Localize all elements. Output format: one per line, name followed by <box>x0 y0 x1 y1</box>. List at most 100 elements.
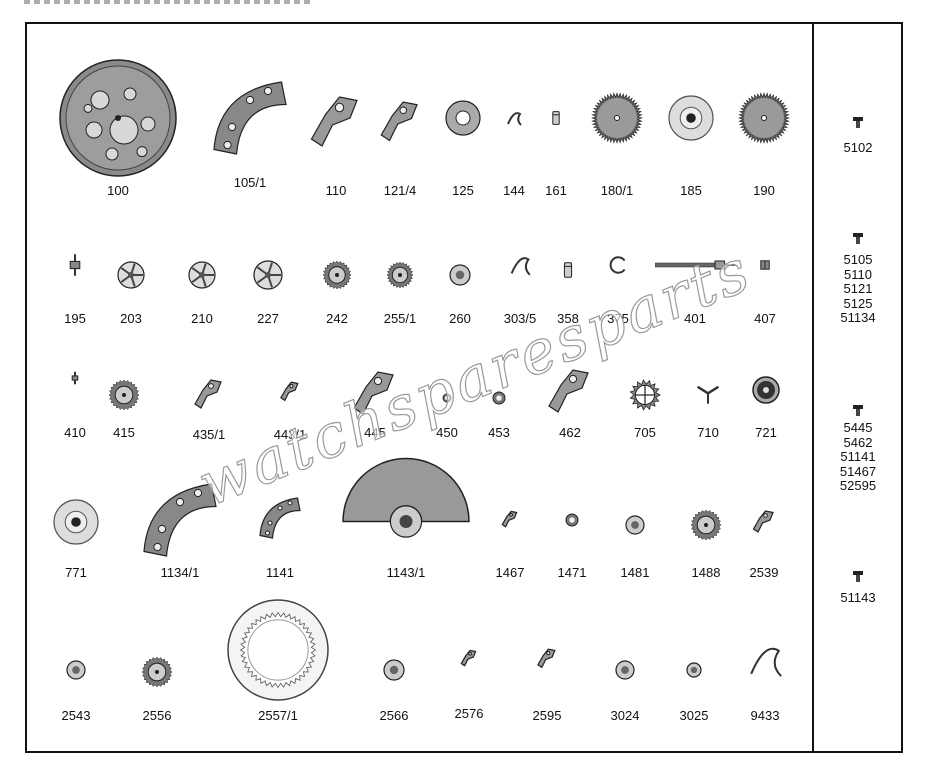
part-number-label: 105/1 <box>233 175 267 190</box>
lever-icon <box>752 510 774 533</box>
part-number-label: 2539 <box>749 565 779 580</box>
rotor-icon <box>342 457 470 538</box>
balance-icon <box>752 376 780 404</box>
spring-icon <box>750 647 782 677</box>
screw-number-list: 5105 5110 5121 5125 51134 <box>840 252 876 325</box>
part-number-label: 242 <box>326 311 348 326</box>
wheel-small-icon <box>625 515 645 535</box>
wheel-icon <box>690 509 722 541</box>
part-number-label: 721 <box>755 425 777 440</box>
nut-icon <box>760 260 770 270</box>
part-number-label: 9433 <box>750 708 780 723</box>
part-number-label: 180/1 <box>600 183 634 198</box>
pinion-icon <box>71 371 79 385</box>
part-number-label: 2556 <box>142 708 172 723</box>
screw-icon <box>853 117 863 128</box>
wheel-small-icon <box>449 264 471 286</box>
part-number-label: 410 <box>64 425 86 440</box>
part-number-label: 2557/1 <box>258 708 298 723</box>
part-number-label: 1471 <box>557 565 587 580</box>
part-number-label: 445 <box>364 425 386 440</box>
wheel-spoked-icon <box>253 260 283 290</box>
part-number-label: 401 <box>684 311 706 326</box>
part-number-label: 121/4 <box>383 183 417 198</box>
jewel-icon <box>442 393 452 403</box>
part-number-label: 260 <box>449 311 471 326</box>
part-number-label: 144 <box>503 183 525 198</box>
part-number-label: 705 <box>634 425 656 440</box>
part-number-label: 100 <box>107 183 129 198</box>
wheel-small-icon <box>66 660 86 680</box>
stem-icon <box>655 260 735 270</box>
wheel-icon <box>141 656 173 688</box>
escape-wheel-icon <box>629 379 661 411</box>
part-number-label: 125 <box>452 183 474 198</box>
lever-icon <box>548 369 589 413</box>
wheel-spoked-icon <box>188 261 216 289</box>
part-number-label: 1143/1 <box>386 565 426 580</box>
part-number-label: 3025 <box>679 708 709 723</box>
part-number-label: 453 <box>488 425 510 440</box>
jewel-icon <box>565 513 579 527</box>
part-number-label: 2543 <box>61 708 91 723</box>
clip-icon <box>609 256 626 274</box>
screw-icon <box>563 262 573 278</box>
gear-large-icon <box>591 92 643 144</box>
screw-icon <box>853 405 863 416</box>
lever-icon <box>310 96 358 147</box>
wheel-small-icon <box>383 659 405 681</box>
screw-icon <box>853 571 863 582</box>
bridge-icon <box>213 81 287 155</box>
lever-icon <box>379 100 418 141</box>
part-number-label: 2576 <box>454 706 484 721</box>
plate-icon <box>445 100 481 136</box>
cropped-header <box>24 0 314 6</box>
screws-column-divider <box>812 22 814 753</box>
pallet-icon <box>696 385 720 404</box>
part-number-label: 227 <box>257 311 279 326</box>
pinion-icon <box>69 254 81 276</box>
wheel-icon <box>108 379 140 411</box>
lever-icon <box>280 381 299 402</box>
parts-diagram-frame <box>25 22 903 753</box>
lever-icon <box>353 371 394 415</box>
part-number-label: 195 <box>64 311 86 326</box>
part-number-label: 407 <box>754 311 776 326</box>
disc-icon <box>53 499 99 545</box>
screw-icon <box>853 233 863 244</box>
screw-icon <box>552 111 560 125</box>
part-number-label: 358 <box>557 311 579 326</box>
disc-icon <box>668 95 714 141</box>
part-number-label: 190 <box>753 183 775 198</box>
part-number-label: 1134/1 <box>160 565 200 580</box>
screw-number-list: 5445 5462 51141 51467 52595 <box>839 420 877 493</box>
part-number-label: 1481 <box>620 565 650 580</box>
part-number-label: 375 <box>607 311 629 326</box>
movement-plate-icon <box>59 59 177 177</box>
spring-icon <box>510 257 531 276</box>
screw-number-list: 51143 <box>840 590 876 605</box>
part-number-label: 3024 <box>610 708 640 723</box>
bridge-icon <box>143 483 217 557</box>
part-number-label: 110 <box>325 183 347 198</box>
part-number-label: 710 <box>697 425 719 440</box>
wheel-icon <box>386 261 414 289</box>
part-number-label: 161 <box>545 183 567 198</box>
part-number-label: 462 <box>559 425 581 440</box>
part-number-label: 2566 <box>379 708 409 723</box>
lever-icon <box>194 379 222 409</box>
part-number-label: 2595 <box>532 708 562 723</box>
spring-icon <box>507 112 522 126</box>
part-number-label: 255/1 <box>383 311 417 326</box>
wheel-small-icon <box>615 660 635 680</box>
part-number-label: 210 <box>191 311 213 326</box>
wheel-icon <box>322 260 352 290</box>
jewel-icon <box>492 391 506 405</box>
part-number-label: 303/5 <box>503 311 537 326</box>
part-number-label: 771 <box>65 565 87 580</box>
screw-number-list: 5102 <box>843 140 873 155</box>
ring-icon <box>227 599 329 701</box>
part-number-label: 443/1 <box>273 427 307 442</box>
lever-icon <box>501 510 518 528</box>
